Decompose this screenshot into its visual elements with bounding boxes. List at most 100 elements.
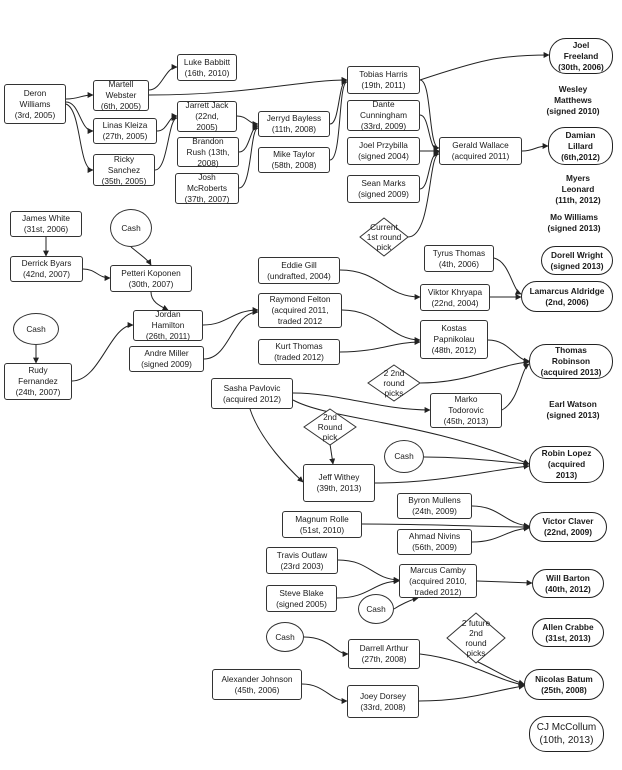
node-kurt-thomas: Kurt Thomas (traded 2012): [258, 339, 340, 365]
node-travis-outlaw: Travis Outlaw (23rd 2003): [266, 547, 338, 574]
node-brandon-rush: Brandon Rush (13th, 2008): [177, 136, 239, 168]
connector-arrow: [471, 505, 530, 529]
connector-arrow: [238, 125, 259, 189]
connector-arrow: [156, 113, 178, 132]
connector-arrow: [339, 269, 421, 300]
node-joel-przybilla: Joel Przybilla (signed 2004): [347, 137, 420, 165]
connector-arrow: [65, 103, 94, 173]
node-earl-watson: Earl Watson (signed 2013): [546, 399, 600, 420]
connector-arrow: [419, 149, 440, 190]
node-martell-webster: Martell Webster (6th, 2005): [93, 79, 149, 111]
node-derrick-byars: Derrick Byars (42nd, 2007): [10, 256, 83, 282]
connector-arrow: [148, 64, 178, 91]
connector-arrow: [202, 307, 259, 326]
node-current-1st-round-pick: Current 1st round pick: [366, 222, 402, 252]
connector-arrow: [82, 268, 111, 281]
node-steve-blake: Steve Blake (signed 2005): [266, 585, 337, 612]
node-cash-3: Cash: [384, 440, 424, 473]
connector-arrow: [419, 52, 550, 81]
node-sasha-pavlovic: Sasha Pavlovic (acquired 2012): [211, 378, 293, 409]
node-dorell-wright: Dorell Wright (signed 2013): [541, 246, 613, 275]
connector-arrow: [329, 79, 348, 161]
node-will-barton: Will Barton (40th, 2012): [532, 569, 604, 598]
node-victor-claver: Victor Claver (22nd, 2009): [529, 512, 607, 542]
diamond-2-2nd-round-picks: [367, 364, 421, 402]
node-josh-mcroberts: Josh McRoberts (37th, 2007): [175, 172, 239, 204]
node-2nd-round-pick: 2nd Round pick: [317, 412, 343, 442]
connector-arrow: [203, 309, 259, 360]
node-andre-miller: Andre Miller (signed 2009): [129, 346, 204, 372]
connector-arrow: [419, 653, 525, 688]
node-cash-1: Cash: [13, 313, 59, 345]
connector-arrow: [329, 443, 336, 465]
node-tobias-harris: Tobias Harris (19th, 2011): [347, 66, 420, 94]
connector-arrow: [236, 115, 259, 127]
connector-arrow: [130, 246, 152, 266]
connector-arrow: [419, 79, 440, 151]
connector-arrow: [303, 636, 349, 657]
node-2-2nd-round-picks: 2 2nd round picks: [383, 368, 405, 398]
node-magnum-rolle: Magnum Rolle (51st, 2010): [282, 511, 362, 538]
node-darrell-arthur: Darrell Arthur (27th, 2008): [348, 639, 420, 669]
node-joel-freeland: Joel Freeland (30th, 2006): [549, 38, 613, 74]
node-raymond-felton: Raymond Felton (acquired 2011, traded 20…: [258, 293, 342, 328]
connector-arrow: [329, 77, 348, 125]
node-allen-crabbe: Allen Crabbe (31st, 2013): [532, 618, 604, 647]
node-james-white: James White (31st, 2006): [10, 211, 82, 237]
node-marko-todorovic: Marko Todorovic (45th, 2013): [430, 393, 502, 428]
diamond-2nd-round-pick: [303, 408, 357, 446]
node-dante-cunningham: Dante Cunningham (33rd, 2009): [347, 99, 420, 131]
node-joey-dorsey: Joey Dorsey (33rd, 2008): [347, 685, 419, 718]
node-damian-lillard: Damian Lillard (6th,2012): [548, 127, 613, 165]
connector-arrow: [292, 392, 431, 413]
connector-arrow: [148, 77, 348, 96]
connector-arrow: [374, 463, 530, 484]
node-wesley-matthews: Wesley Matthews (signed 2010): [546, 83, 600, 116]
node-luke-babbitt: Luke Babbitt (16th, 2010): [177, 54, 237, 81]
connector-arrow: [249, 408, 304, 483]
connector-arrow: [471, 525, 530, 543]
connector-arrow: [418, 683, 525, 702]
connector-arrow: [71, 322, 134, 382]
node-robin-lopez: Robin Lopez (acquired 2013): [529, 446, 604, 483]
connector-arrow: [154, 115, 178, 171]
connector-arrow: [301, 683, 348, 704]
node-mo-williams: Mo Williams (signed 2013): [547, 212, 601, 233]
node-byron-mullens: Byron Mullens (24th, 2009): [397, 493, 472, 519]
node-sean-marks: Sean Marks (signed 2009): [347, 175, 420, 203]
diamond-current-1st-round-pick: [359, 217, 409, 257]
connector-arrow: [65, 101, 94, 134]
node-kostas-papnikolau: Kostas Papnikolau (48th, 2012): [420, 320, 488, 359]
node-ahmad-nivins: Ahmad Nivins (56th, 2009): [397, 529, 472, 555]
node-rudy-fernandez: Rudy Fernandez (24th, 2007): [4, 363, 72, 400]
connector-arrow: [65, 92, 94, 100]
node-jordan-hamilton: Jordan Hamilton (26th, 2011): [133, 309, 203, 341]
node-cash-5: Cash: [358, 594, 394, 624]
connector-arrow: [341, 309, 421, 343]
connector-arrow: [337, 559, 400, 583]
connector-arrow: [423, 456, 530, 467]
node-jeff-withey: Jeff Withey (39th, 2013): [303, 464, 375, 502]
connector-arrow: [475, 660, 525, 686]
node-linas-kleiza: Linas Kleiza (27th, 2005): [93, 118, 157, 144]
node-gerald-wallace: Gerald Wallace (acquired 2011): [439, 137, 522, 165]
node-viktor-khryapa: Viktor Khryapa (22nd, 2004): [420, 284, 490, 311]
node-thomas-robinson: Thomas Robinson (acquired 2013): [529, 344, 613, 379]
node-deron-williams: Deron Williams (3rd, 2005): [4, 84, 66, 124]
node-mike-taylor: Mike Taylor (58th, 2008): [258, 147, 330, 173]
node-cash-2: Cash: [110, 209, 152, 247]
connector-arrow: [238, 123, 259, 153]
node-cash-4: Cash: [266, 622, 304, 652]
connector-arrow: [419, 359, 530, 384]
node-petteri-koponen: Petteri Koponen (30th, 2007): [110, 265, 192, 292]
node-nicolas-batum: Nicolas Batum (25th, 2008): [524, 669, 604, 700]
connector-arrow: [501, 363, 530, 411]
node-alexander-johnson: Alexander Johnson (45th, 2006): [212, 669, 302, 700]
node-eddie-gill: Eddie Gill (undrafted, 2004): [258, 257, 340, 284]
node-2-future-2nd-round-picks: 2 future 2nd round picks: [461, 618, 491, 658]
connector-arrow: [493, 257, 522, 295]
node-tyrus-thomas: Tyrus Thomas (4th, 2006): [424, 245, 494, 272]
connector-arrow: [292, 399, 530, 465]
